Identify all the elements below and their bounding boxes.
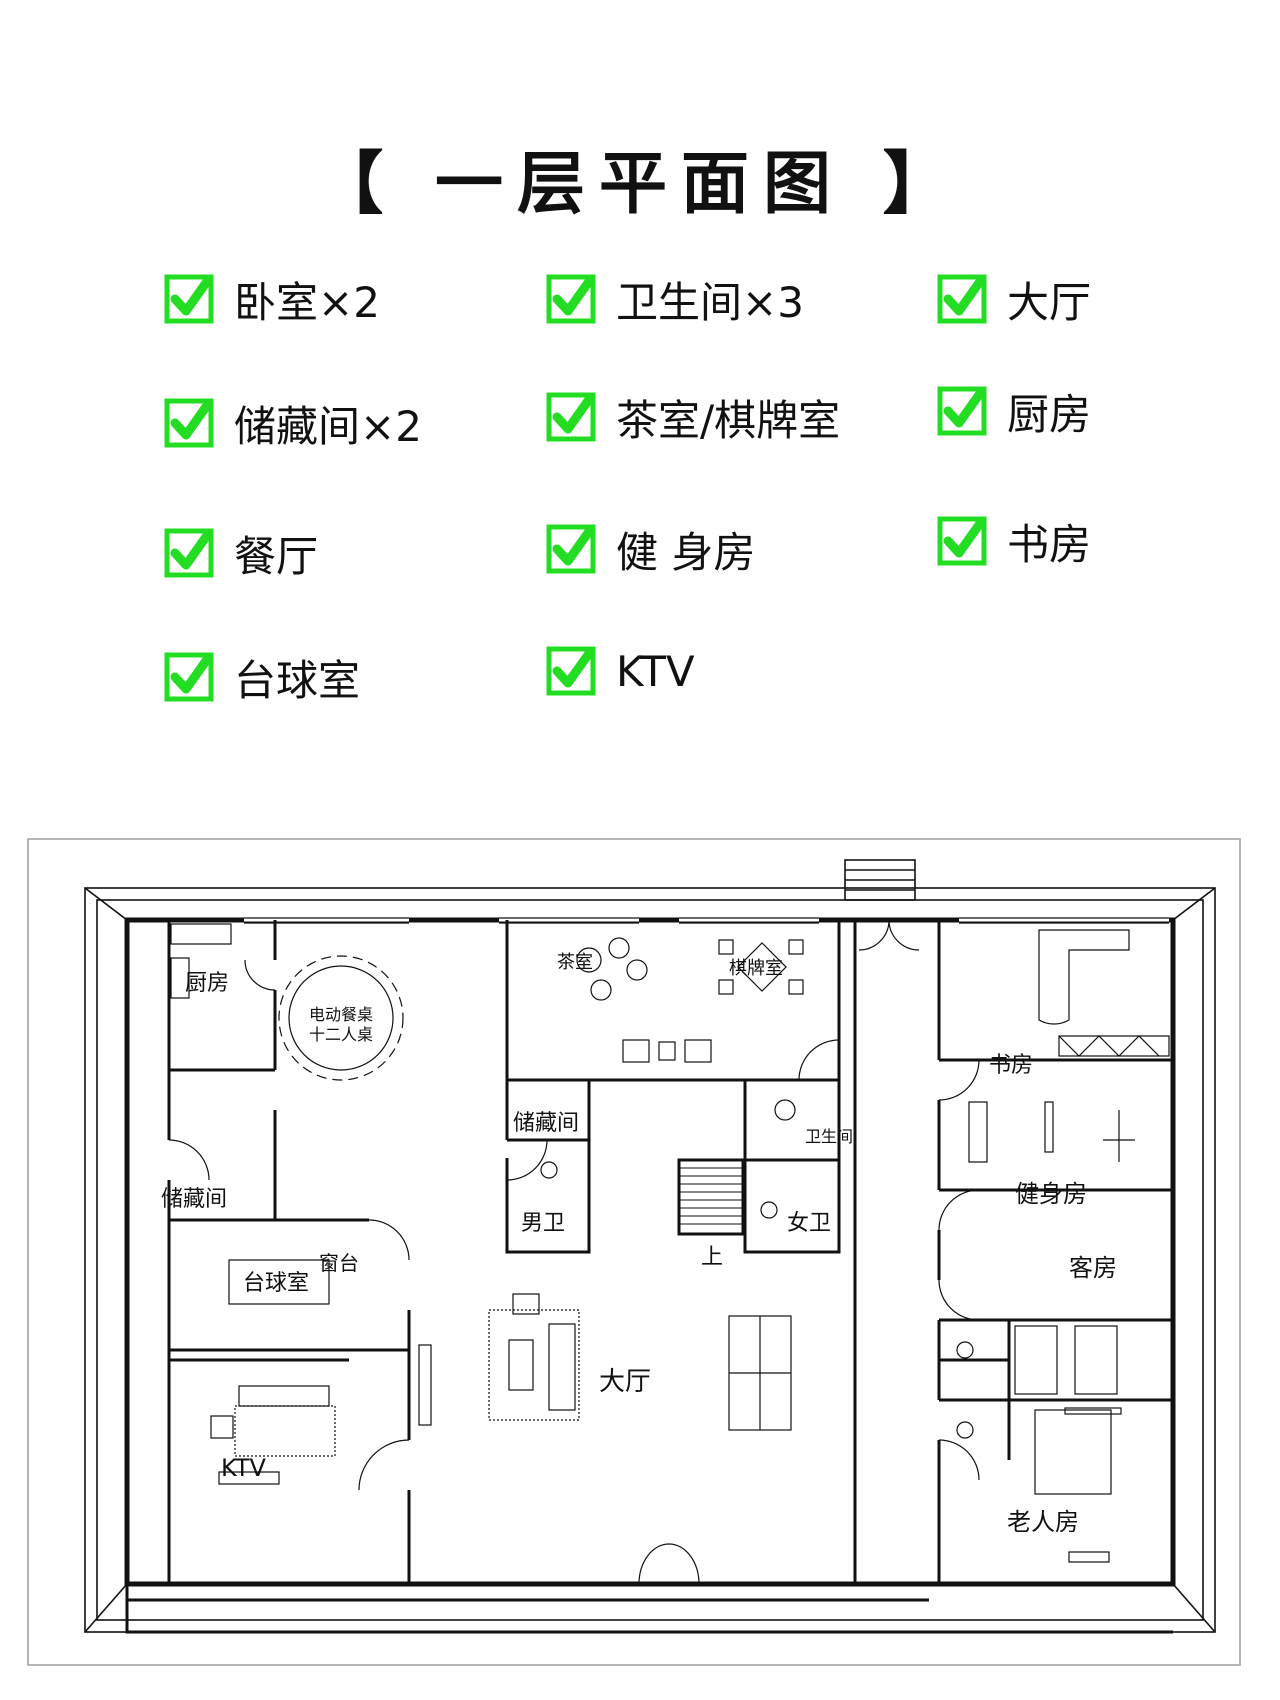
bookshelf <box>1058 1035 1170 1057</box>
feature-label: KTV <box>616 646 695 696</box>
room-label-hall: 大厅 <box>599 1367 651 1397</box>
feature-label: 茶室/棋牌室 <box>616 395 841 445</box>
dining-table <box>288 965 394 1071</box>
green-checkmark-icon <box>546 646 596 696</box>
feature-item: 健 身房 <box>546 524 755 577</box>
room-label-storage-left: 储藏间 <box>161 1187 227 1212</box>
green-checkmark-icon <box>937 386 987 436</box>
feature-label: 健 身房 <box>616 527 756 577</box>
feature-label: 卧室×2 <box>234 277 380 327</box>
stairs-label: 上 <box>701 1245 723 1270</box>
feature-label: 台球室 <box>234 655 361 705</box>
hall-tv <box>418 1344 432 1426</box>
green-checkmark-icon <box>937 274 987 324</box>
room-label-tea-room: 茶室 <box>557 952 593 973</box>
feature-label: 厨房 <box>1007 389 1092 439</box>
room-label-dining-seats: 十二人桌 <box>309 1025 373 1044</box>
roof-hip-lines <box>84 887 1216 1633</box>
green-checkmark-icon <box>937 516 987 566</box>
gym-bench <box>968 1101 988 1163</box>
ktv-tv <box>218 1471 280 1485</box>
feature-item: 台球室 <box>164 652 360 705</box>
room-label-billiard: 台球室 <box>243 1271 309 1296</box>
feature-item: 储藏间×2 <box>164 398 422 451</box>
room-label-chess-room: 棋牌室 <box>729 958 783 979</box>
window-sill-label: 窗台 <box>319 1251 359 1275</box>
room-label-ktv: KTV <box>221 1454 267 1482</box>
feature-item: 卫生间×3 <box>546 274 804 327</box>
floor-plan-drawing: 厨房 电动餐桌 十二人桌 茶室 棋牌室 储藏间 储藏间 卫生间 男卫 女卫 上 … <box>84 859 1216 1634</box>
room-label-storage-middle: 储藏间 <box>513 1111 579 1136</box>
wall-billiard <box>167 1220 411 1352</box>
room-label-bathroom: 卫生间 <box>805 1127 853 1146</box>
feature-label: 餐厅 <box>234 531 319 581</box>
feature-label: 大厅 <box>1007 277 1092 327</box>
main-door-arc <box>638 1543 700 1585</box>
guest-bed <box>1074 1325 1118 1395</box>
study-desk <box>1038 929 1130 1025</box>
stove <box>170 957 190 999</box>
gym-rack <box>1044 1101 1054 1153</box>
feature-label: 书房 <box>1007 519 1092 569</box>
elderly-bed <box>1034 1409 1112 1495</box>
green-checkmark-icon <box>164 652 214 702</box>
feature-label: 卫生间×3 <box>616 277 804 327</box>
wall-men-wc <box>505 1080 591 1254</box>
green-checkmark-icon <box>164 528 214 578</box>
green-checkmark-icon <box>546 392 596 442</box>
exterior-wall <box>124 917 1176 1587</box>
door-arc <box>168 1139 210 1181</box>
floor-plan: 厨房 电动餐桌 十二人桌 茶室 棋牌室 储藏间 储藏间 卫生间 男卫 女卫 上 … <box>27 838 1241 1666</box>
feature-item: 大厅 <box>937 274 1091 327</box>
room-label-kitchen: 厨房 <box>185 971 229 996</box>
site-boundary-inner <box>96 899 1204 1621</box>
billiard-table <box>228 1259 330 1305</box>
hall-sofa <box>548 1323 576 1411</box>
chess-table <box>737 942 787 992</box>
feature-item: 厨房 <box>937 386 1091 439</box>
tea-table <box>576 947 602 973</box>
feature-item: 茶室/棋牌室 <box>546 392 840 445</box>
room-label-study: 书房 <box>989 1053 1033 1078</box>
kitchen-counter <box>170 923 232 945</box>
room-label-men-wc: 男卫 <box>521 1211 565 1236</box>
green-checkmark-icon <box>546 274 596 324</box>
room-label-dining-table: 电动餐桌 <box>309 1005 373 1024</box>
room-label-gym: 健身房 <box>1015 1180 1087 1208</box>
green-checkmark-icon <box>546 524 596 574</box>
feature-item: 卧室×2 <box>164 274 380 327</box>
terrace <box>125 1584 1173 1634</box>
feature-label: 储藏间×2 <box>234 401 422 451</box>
feature-item: 餐厅 <box>164 528 318 581</box>
room-label-guest: 客房 <box>1069 1254 1117 1282</box>
room-label-elderly: 老人房 <box>1007 1508 1079 1536</box>
green-checkmark-icon <box>164 398 214 448</box>
feature-item: 书房 <box>937 516 1091 569</box>
ktv-sofa <box>238 1385 330 1407</box>
wall-women-wc <box>743 1080 841 1254</box>
page-title: 【 一层平面图 】 <box>315 145 965 224</box>
green-checkmark-icon <box>164 274 214 324</box>
toilet <box>774 1099 796 1121</box>
hall-rug <box>488 1309 580 1421</box>
guest-bed <box>1014 1325 1058 1395</box>
stairs <box>677 1158 745 1236</box>
room-label-women-wc: 女卫 <box>787 1211 831 1236</box>
feature-item: KTV <box>546 646 695 696</box>
wall-tea-room <box>505 920 841 1082</box>
